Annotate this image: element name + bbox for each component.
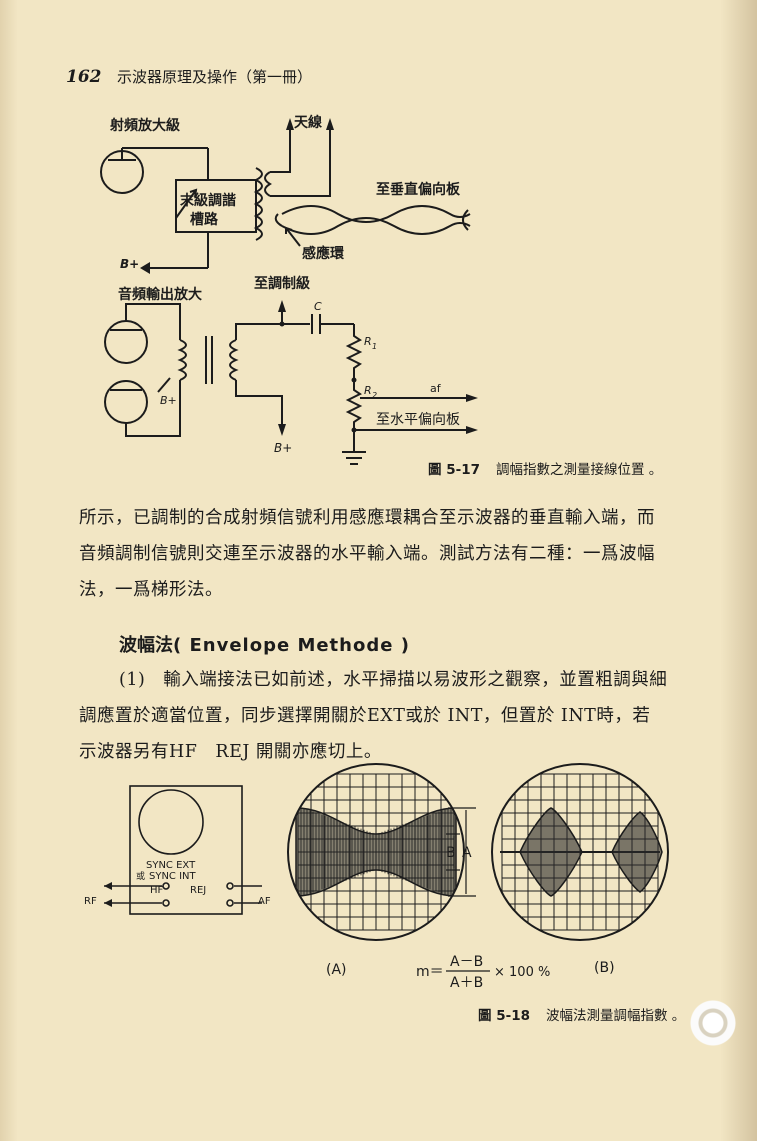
fig17-caption-number: 圖 5-17 [428, 462, 480, 478]
label-panel-a: (A) [326, 962, 347, 978]
audio-tube-1-icon [104, 320, 148, 364]
label-sync-ext: SYNC EXT [146, 860, 196, 871]
label-af: AF [258, 896, 271, 907]
screen-b [500, 773, 663, 931]
fig18-caption-number: 圖 5-18 [478, 1008, 530, 1024]
label-to-horizontal: 至水平偏向板 [376, 412, 460, 428]
label-dimension-b: B [446, 845, 456, 861]
label-r1-sub: 1 [372, 342, 377, 351]
formula-numerator: A－B [450, 954, 483, 970]
label-audio-amp: 音頻輸出放大 [118, 286, 202, 303]
label-rf-amp: 射頻放大級 [109, 117, 180, 134]
rf-jack-2-icon [162, 899, 170, 907]
figure-5-18: SYNC EXT 或 SYNC INT HF REJ RF AF B A (A)… [84, 763, 669, 991]
screen-a [295, 773, 457, 931]
fig18-caption-text: 波幅法測量調幅指數 。 [545, 1008, 686, 1024]
page-number: 162 [66, 67, 102, 87]
figure-5-17-caption: 圖 5-17 調幅指數之測量接線位置 。 [428, 458, 662, 478]
af-jack-2-icon [226, 899, 234, 907]
paragraph-1-line-3: 法，一爲梯形法。 [79, 580, 223, 600]
binder-hole [690, 1000, 736, 1046]
label-dimension-a: A [462, 845, 472, 861]
label-bplus-1: B+ [120, 257, 139, 271]
label-huo: 或 [136, 870, 145, 882]
label-antenna: 天線 [294, 114, 322, 131]
tank-circuit-box [175, 179, 257, 233]
label-tank-2: 槽路 [190, 211, 219, 228]
paragraph-2: (1) 輸入端接法已如前述，水平掃描以易波形之觀察，並置粗調與細 調應置於適當位… [79, 662, 689, 770]
af-jack-icon [226, 882, 234, 890]
label-sync-int: SYNC INT [149, 871, 197, 882]
label-tank-1: 末級調諧 [180, 192, 236, 209]
label-to-modulator: 至調制級 [254, 275, 310, 292]
label-rf: RF [84, 896, 97, 907]
section-latin-title: ( Envelope Methode ) [173, 635, 410, 656]
label-hf: HF [150, 885, 164, 896]
label-pickup-loop: 感應環 [302, 245, 345, 262]
label-bplus-3: B+ [274, 441, 292, 455]
formula-rhs: × 100 % [494, 965, 550, 980]
fig17-caption-text: 調幅指數之測量接線位置 。 [495, 462, 663, 478]
section-heading: 波幅法( Envelope Methode ) [119, 631, 410, 657]
label-af: af [430, 382, 442, 395]
label-r1: R [364, 335, 372, 348]
running-header: 示波器原理及操作（第一冊） [117, 68, 313, 86]
label-to-vertical: 至垂直偏向板 [376, 181, 461, 198]
label-r2-sub: 2 [372, 391, 377, 400]
oscilloscope-screen [138, 789, 204, 855]
paragraph-1-line-1: 所示，已調制的合成射頻信號利用感應環耦合至示波器的垂直輸入端，而 [79, 508, 655, 528]
paragraph-2-line-3: 示波器另有HF REJ 開關亦應切上。 [79, 742, 382, 762]
trapezoid-waveform-right [611, 811, 663, 893]
label-rej: REJ [190, 885, 206, 896]
trapezoid-waveform-left [519, 807, 583, 897]
paragraph-2-line-2: 調應置於適當位置，同步選擇開關於EXT或於 INT，但置於 INT時，若 [79, 706, 651, 726]
paragraph-1-line-2: 音頻調制信號則交連至示波器的水平輸入端。測試方法有二種：一爲波幅 [79, 544, 655, 564]
figure-5-18-caption: 圖 5-18 波幅法測量調幅指數 。 [478, 1004, 685, 1024]
label-cap-c: C [314, 300, 322, 313]
rf-jack-icon [162, 882, 170, 890]
audio-tube-2-icon [104, 380, 148, 424]
formula-denominator: A＋B [450, 975, 483, 991]
formula-lhs: m＝ [416, 964, 444, 980]
pickup-loop [281, 205, 471, 223]
label-panel-b: (B) [594, 960, 615, 976]
figure-5-17-circuit: 射頻放大級 天線 末級調諧 槽路 至垂直偏向板 感應環 B+ 音頻輸出放大 至調… [100, 114, 478, 465]
section-title: 波幅法 [119, 635, 173, 656]
label-bplus-2: B+ [160, 394, 177, 407]
label-r2: R [364, 384, 372, 397]
paragraph-2-line-1: (1) 輸入端接法已如前述，水平掃描以易波形之觀察，並置粗調與細 [119, 670, 668, 690]
paragraph-1: 所示，已調制的合成射頻信號利用感應環耦合至示波器的垂直輸入端，而 音頻調制信號則… [79, 500, 689, 608]
oscilloscope-panel [129, 785, 243, 915]
